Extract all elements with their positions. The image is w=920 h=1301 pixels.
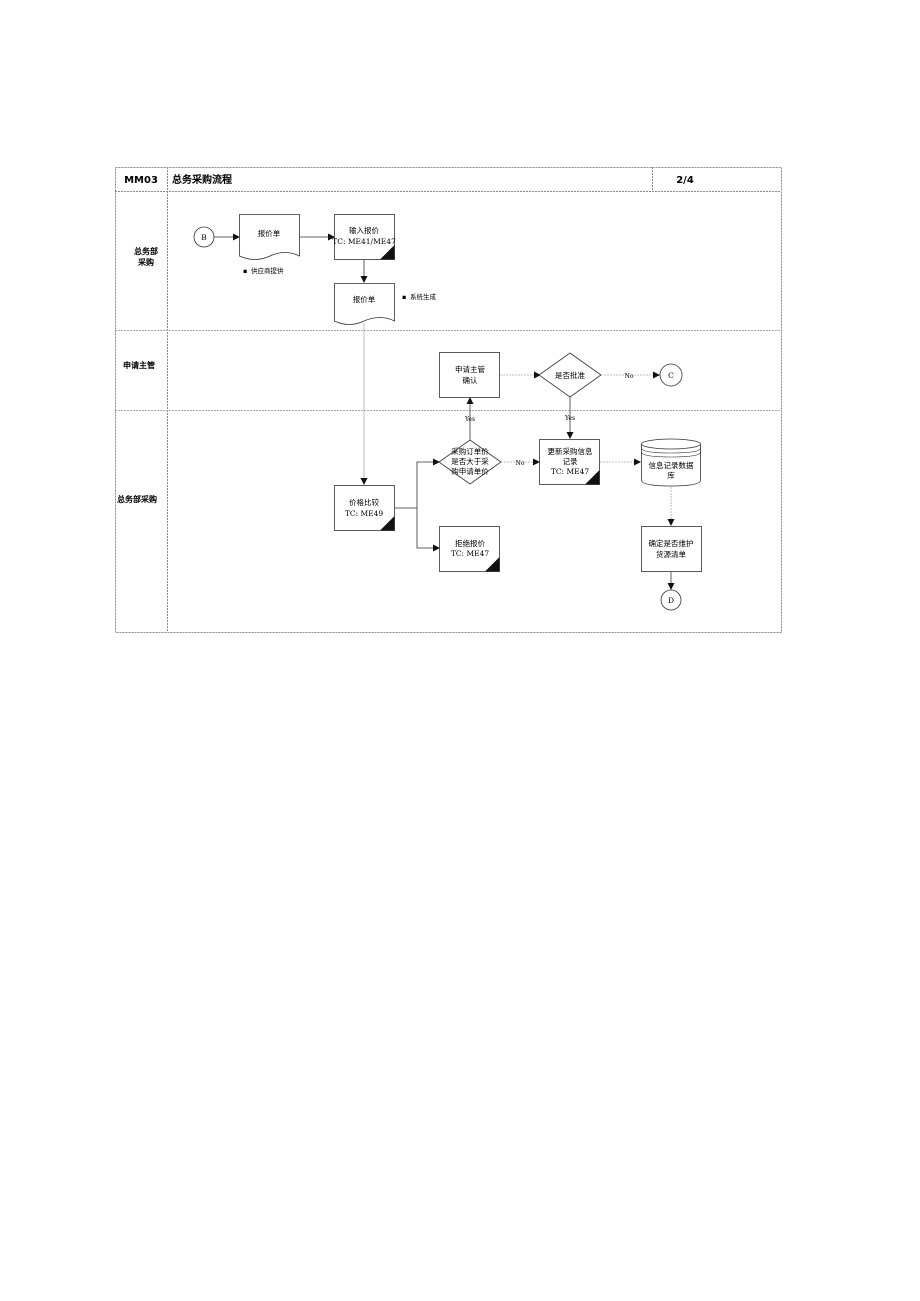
decision-price-label-2: 是否大于采 — [451, 456, 489, 466]
update-record-label-3: TC: ME47 — [551, 467, 590, 476]
connector-b-label: B — [201, 233, 207, 242]
update-record-label-1: 更新采购信息 — [548, 446, 593, 456]
quote-document-2 — [334, 283, 395, 325]
lane-label-1b: 采购 — [137, 257, 154, 267]
note-supplier: 供应商提供 — [251, 266, 284, 275]
reject-quote-corner — [485, 557, 500, 572]
decision-price-label-1: 采购订单价 — [451, 446, 489, 456]
info-record-db-label-1: 信息记录数据 — [649, 460, 694, 470]
manager-confirm-label-1: 申请主管 — [455, 364, 485, 374]
header-code: MM03 — [124, 175, 158, 186]
header-page: 2/4 — [676, 175, 694, 186]
reject-quote-box — [439, 526, 500, 572]
price-compare-label-1: 价格比较 — [349, 497, 379, 507]
note-system-bullet: ▪ — [402, 293, 406, 301]
connector-d-label: D — [668, 596, 674, 605]
reject-quote-label-1: 拒绝报价 — [455, 538, 485, 548]
update-record-box — [539, 439, 600, 485]
maintain-source-box — [641, 526, 702, 572]
update-record-corner — [585, 470, 600, 485]
quote-document-2-label: 报价单 — [353, 294, 376, 304]
info-record-db — [641, 444, 701, 487]
info-record-db-band-2 — [641, 451, 701, 458]
edge-compare-to-decision — [416, 458, 440, 508]
info-record-db-top — [641, 438, 701, 450]
lane-label-2: 申请主管 — [123, 360, 155, 370]
enter-quote-label-1: 输入报价 — [349, 225, 379, 235]
header-title: 总务采购流程 — [172, 173, 232, 186]
decision-approve-label: 是否批准 — [555, 370, 585, 380]
quote-document-label: 报价单 — [258, 228, 281, 238]
edge-compare-to-reject — [416, 508, 440, 552]
price-compare-corner — [380, 516, 395, 531]
manager-confirm-box — [439, 352, 500, 398]
update-record-label-2: 记录 — [563, 457, 578, 466]
lane-label-3: 总务部采购 — [117, 494, 157, 504]
connector-c — [659, 363, 683, 387]
note-supplier-bullet: ▪ — [243, 267, 247, 275]
diagram-frame — [115, 167, 782, 633]
price-compare-box — [334, 485, 395, 531]
info-record-db-label-2: 库 — [667, 470, 675, 480]
edge-label-no-right: No — [516, 460, 525, 467]
reject-quote-label-2: TC: ME47 — [451, 549, 490, 558]
decision-price — [438, 439, 502, 485]
edge-label-yes-up: Yes — [464, 416, 475, 423]
connector-d — [660, 589, 682, 611]
info-record-db-band-1 — [641, 447, 701, 454]
decision-price-label-3: 购申请单价 — [451, 466, 489, 476]
lane-label-1a: 总务部 — [134, 246, 158, 256]
enter-quote-box — [334, 214, 395, 260]
enter-quote-label-2: TC: ME41/ME47 — [332, 237, 396, 246]
note-system: 系统生成 — [410, 292, 437, 301]
maintain-source-label-2: 货源清单 — [656, 549, 686, 559]
edge-label-yes-approve: Yes — [564, 415, 575, 422]
quote-document — [239, 214, 300, 260]
edge-label-no-approve: No — [625, 373, 634, 380]
enter-quote-corner — [380, 245, 395, 260]
maintain-source-label-1: 确定是否维护 — [649, 538, 694, 548]
manager-confirm-label-2: 确认 — [463, 375, 478, 385]
connector-c-label: C — [668, 371, 674, 380]
price-compare-label-2: TC: ME49 — [345, 509, 384, 518]
